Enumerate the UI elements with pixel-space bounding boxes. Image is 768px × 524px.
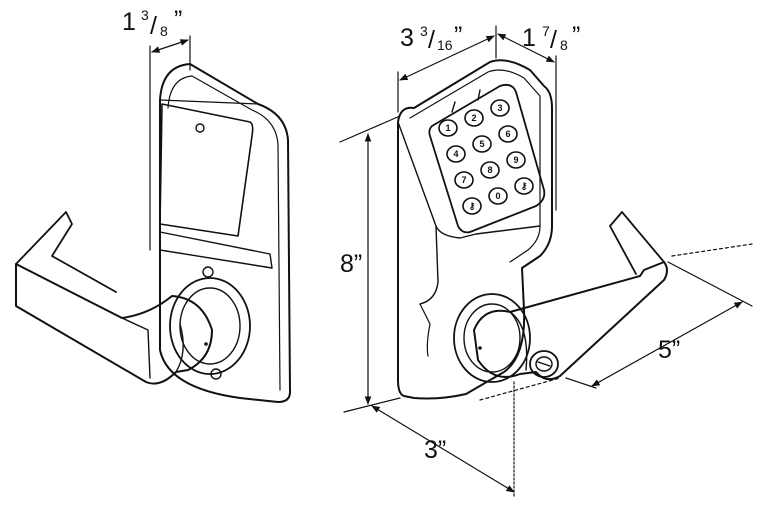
front-lever	[473, 261, 668, 381]
svg-text:16: 16	[437, 37, 453, 53]
side-rose	[169, 277, 251, 375]
svg-text:3: 3	[420, 23, 428, 39]
keypad-key-button	[454, 171, 474, 189]
keypad-key-label: 0	[495, 191, 500, 201]
keypad-key: 5	[472, 135, 492, 153]
svg-text:8: 8	[560, 37, 568, 53]
svg-text:1: 1	[122, 8, 136, 36]
keypad-key: 8	[480, 161, 500, 179]
keypad-key-label: 4	[453, 149, 458, 159]
keypad-key-button	[514, 177, 534, 195]
svg-text:3: 3	[141, 7, 149, 23]
keypad-key: 7	[454, 171, 474, 189]
svg-text:/: /	[550, 26, 557, 54]
svg-text:/: /	[150, 12, 157, 40]
keypad-key-label: 6	[505, 129, 510, 139]
keypad-key-label: ⚷	[521, 181, 528, 191]
dim-label-side-depth: 1 3 / 8 ”	[122, 6, 182, 40]
svg-text:/: /	[428, 26, 435, 54]
keypad-key-button	[498, 125, 518, 143]
dim-label-keypad-depth: 1 7 / 8 ”	[522, 22, 580, 54]
keypad-plate	[428, 83, 546, 234]
keypad-key-label: ⚷	[469, 201, 476, 211]
svg-text:”: ”	[174, 6, 182, 34]
keypad-key: 1	[438, 119, 458, 137]
dim-label-front-width: 3 3 / 16 ”	[400, 22, 462, 54]
svg-text:8: 8	[160, 23, 168, 39]
keypad-key: 3	[490, 99, 510, 117]
svg-text:3: 3	[400, 24, 414, 52]
dim-label-height: 8”	[340, 250, 362, 278]
keypad-key-label: 3	[497, 103, 502, 113]
keypad-key-button	[462, 197, 482, 215]
keypad-key: 9	[506, 151, 526, 169]
front-rose	[453, 293, 531, 383]
keypad-key-label: 8	[487, 165, 492, 175]
keypad-keys: 1 2 3 4 5 6 7 8 9 ⚷ 0 ⚷	[438, 99, 534, 215]
keypad-key-label: 1	[445, 123, 450, 133]
dim-label-base-depth: 3”	[424, 436, 446, 464]
keypad-key-label: 7	[461, 175, 466, 185]
keypad-key: ⚷	[462, 197, 482, 215]
keypad-key-button	[480, 161, 500, 179]
svg-text:”: ”	[572, 22, 580, 50]
keypad-key: 4	[446, 145, 466, 163]
front-view-lock	[397, 59, 668, 400]
keypad-key: 6	[498, 125, 518, 143]
dim-label-lever-length: 5”	[658, 336, 680, 364]
keypad-key: 2	[464, 109, 484, 127]
keypad-key-button	[490, 99, 510, 117]
keypad-key-button	[472, 135, 492, 153]
keypad-key-label: 2	[471, 113, 476, 123]
keypad-key-button	[438, 119, 458, 137]
card-reader-panel	[159, 103, 254, 237]
keyway-cylinder	[529, 350, 559, 378]
side-view-lock	[15, 63, 291, 403]
keypad-key: 0	[488, 187, 508, 205]
keypad-key-label: 5	[479, 139, 484, 149]
keypad-key-button	[506, 151, 526, 169]
keypad-key-button	[488, 187, 508, 205]
keypad-key: ⚷	[514, 177, 534, 195]
svg-text:”: ”	[454, 22, 462, 50]
keypad-key-button	[464, 109, 484, 127]
svg-text:1: 1	[522, 24, 536, 52]
keypad-key-label: 9	[513, 155, 518, 165]
keypad-key-button	[446, 145, 466, 163]
svg-text:7: 7	[542, 23, 550, 39]
dimension-lines	[149, 25, 753, 497]
side-lever	[15, 263, 213, 385]
